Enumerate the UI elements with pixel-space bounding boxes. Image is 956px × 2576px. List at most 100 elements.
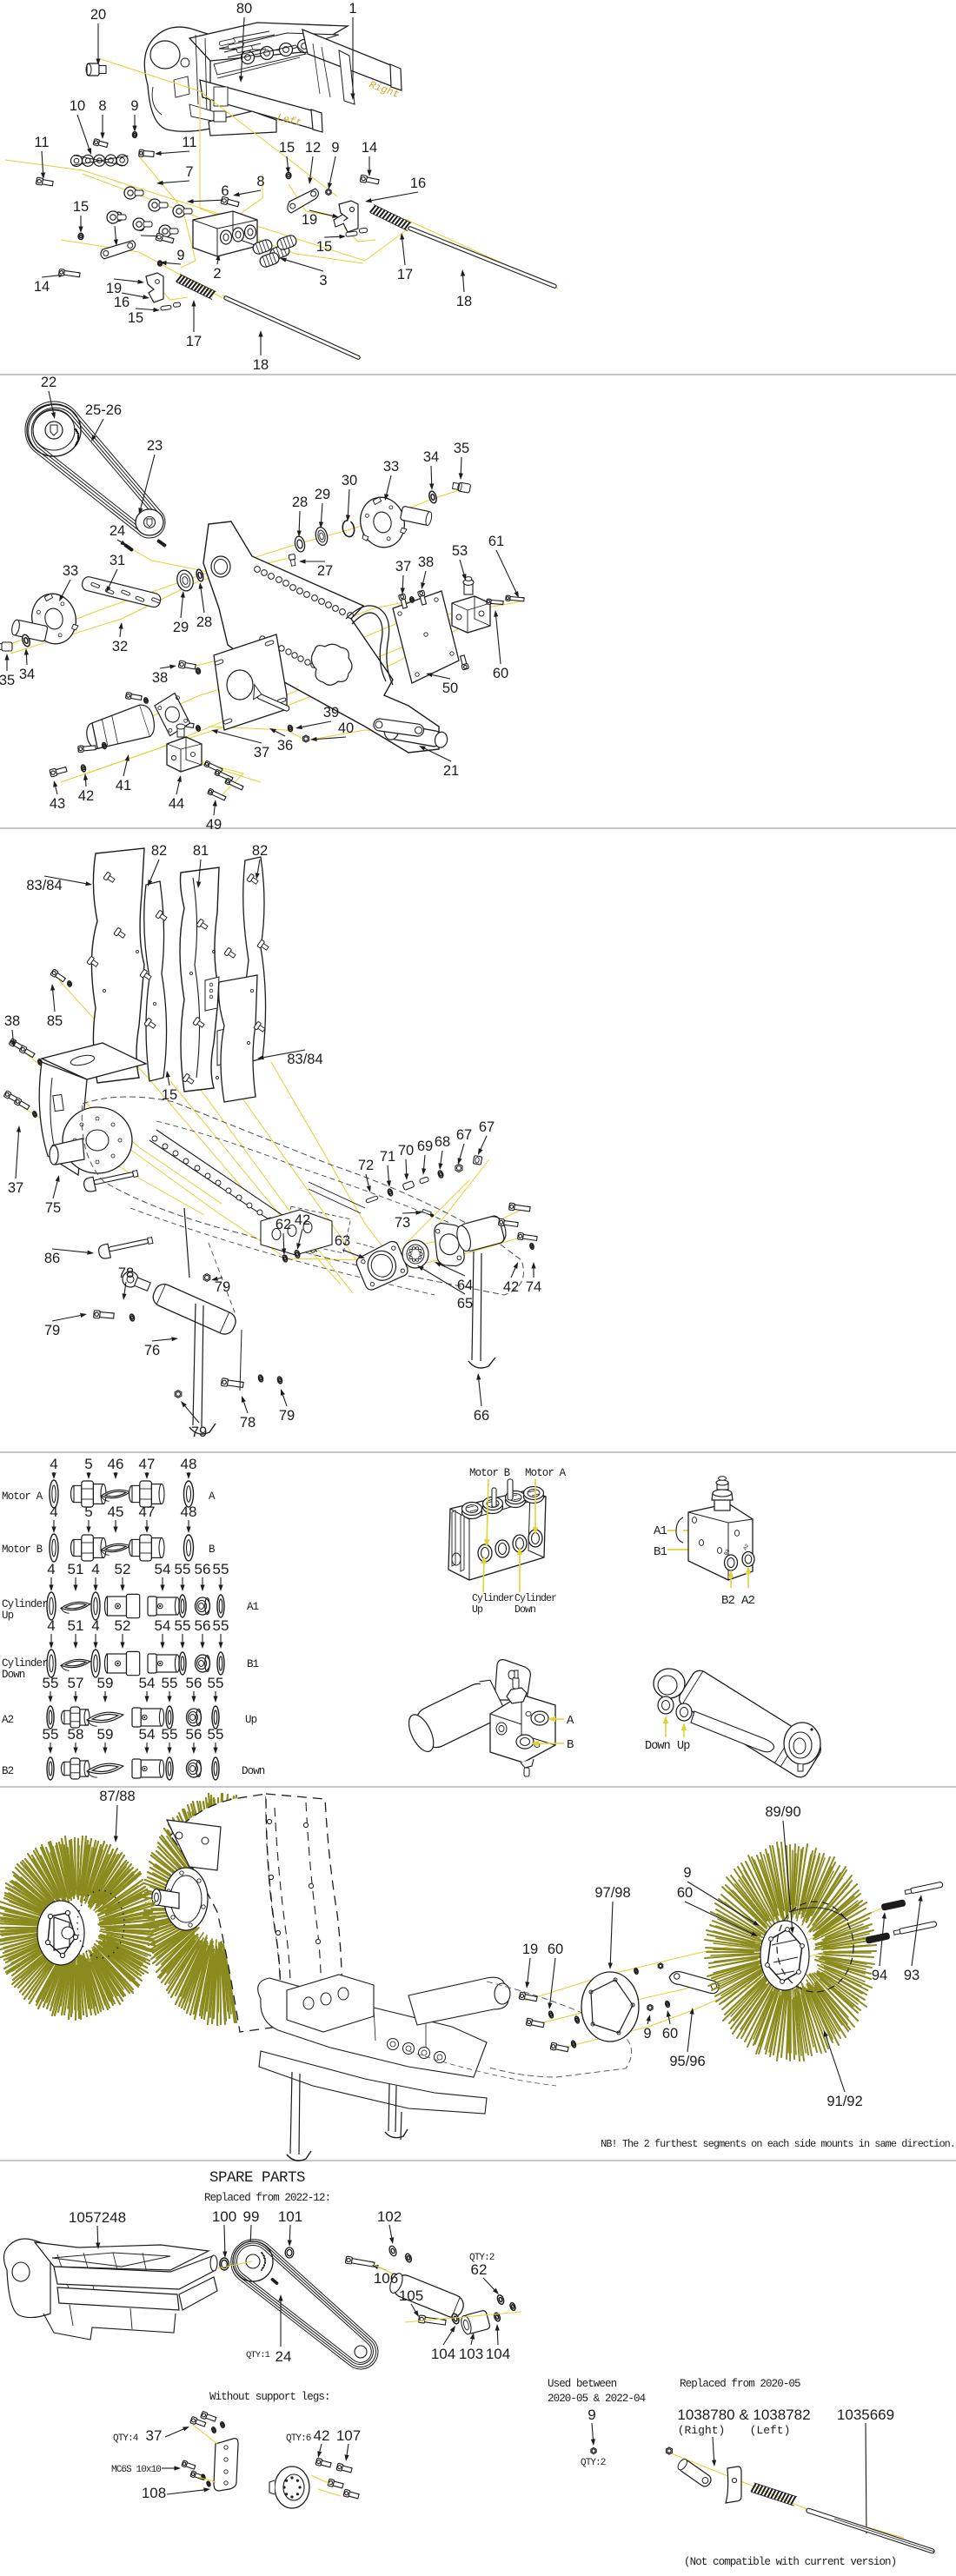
svg-text:14: 14	[362, 140, 377, 156]
svg-text:9: 9	[130, 98, 138, 114]
svg-text:17: 17	[397, 267, 413, 282]
svg-text:93: 93	[904, 1968, 919, 1983]
svg-text:B2: B2	[2, 1765, 14, 1777]
svg-text:49: 49	[206, 817, 222, 833]
svg-text:42: 42	[503, 1279, 519, 1295]
svg-text:11: 11	[182, 135, 196, 150]
svg-text:9: 9	[331, 140, 339, 156]
svg-text:1038780 & 1038782: 1038780 & 1038782	[677, 2407, 810, 2423]
svg-text:4: 4	[47, 1617, 55, 1634]
svg-text:7: 7	[185, 164, 193, 180]
svg-text:67: 67	[479, 1119, 495, 1135]
svg-text:76: 76	[144, 1343, 160, 1358]
svg-text:Cylinder: Cylinder	[2, 1657, 48, 1670]
svg-text:37: 37	[254, 745, 269, 760]
svg-text:18: 18	[456, 294, 472, 309]
svg-text:33: 33	[383, 459, 399, 475]
svg-text:55: 55	[43, 1675, 59, 1691]
svg-text:56: 56	[195, 1617, 211, 1634]
svg-text:105: 105	[399, 2287, 423, 2304]
svg-text:14: 14	[34, 279, 50, 295]
svg-text:1057248: 1057248	[69, 2209, 126, 2226]
svg-text:38: 38	[4, 1013, 20, 1029]
svg-text:(Right): (Right)	[678, 2424, 726, 2437]
svg-text:Down: Down	[2, 1669, 25, 1681]
svg-text:99: 99	[243, 2208, 260, 2225]
svg-text:B: B	[567, 1738, 574, 1752]
svg-text:30: 30	[342, 473, 357, 488]
svg-text:78: 78	[118, 1265, 134, 1281]
svg-text:37: 37	[8, 1180, 23, 1196]
svg-text:16: 16	[410, 176, 426, 191]
svg-text:38: 38	[418, 554, 434, 570]
svg-text:Motor A: Motor A	[525, 1467, 567, 1479]
svg-text:65: 65	[457, 1296, 473, 1311]
svg-text:Cylinder: Cylinder	[515, 1593, 556, 1604]
svg-text:19: 19	[522, 1942, 538, 1957]
svg-text:67: 67	[456, 1127, 472, 1143]
svg-text:41: 41	[116, 778, 131, 793]
svg-text:A1: A1	[247, 1601, 259, 1613]
svg-text:Down: Down	[242, 1765, 265, 1777]
svg-text:79: 79	[191, 1424, 207, 1440]
svg-text:78: 78	[240, 1415, 256, 1431]
svg-text:9: 9	[683, 1865, 691, 1881]
svg-text:72: 72	[358, 1158, 374, 1173]
svg-text:74: 74	[526, 1279, 541, 1295]
svg-text:104: 104	[431, 2346, 455, 2362]
svg-text:107: 107	[336, 2427, 361, 2444]
svg-text:87/88: 87/88	[99, 1789, 135, 1804]
svg-text:(Left): (Left)	[750, 2424, 791, 2437]
svg-text:Up: Up	[677, 1740, 690, 1753]
svg-text:1035669: 1035669	[837, 2407, 894, 2423]
svg-text:73: 73	[395, 1215, 410, 1231]
svg-text:Motor B: Motor B	[2, 1544, 43, 1556]
svg-text:15: 15	[128, 310, 143, 326]
svg-text:62: 62	[276, 1217, 291, 1232]
svg-text:21: 21	[443, 763, 459, 779]
svg-text:28: 28	[196, 614, 212, 630]
svg-text:28: 28	[292, 495, 308, 510]
svg-text:101: 101	[278, 2208, 302, 2225]
svg-text:35: 35	[454, 441, 469, 456]
svg-text:52: 52	[115, 1561, 131, 1577]
svg-text:B2: B2	[721, 1594, 735, 1608]
svg-text:Up: Up	[2, 1610, 14, 1622]
svg-text:5: 5	[84, 1504, 92, 1520]
svg-text:23: 23	[147, 438, 163, 454]
svg-text:Replaced from 2020-05: Replaced from 2020-05	[680, 2378, 800, 2390]
svg-text:51: 51	[68, 1617, 84, 1634]
svg-text:54: 54	[139, 1675, 156, 1691]
svg-text:81: 81	[193, 843, 209, 859]
svg-text:91/92: 91/92	[827, 2094, 862, 2109]
svg-text:80: 80	[236, 1, 252, 17]
svg-text:66: 66	[474, 1408, 489, 1424]
svg-text:(Not compatible with current v: (Not compatible with current version)	[684, 2556, 896, 2568]
svg-text:9: 9	[643, 2026, 651, 2042]
svg-text:55: 55	[162, 1726, 178, 1743]
svg-text:33: 33	[63, 563, 78, 579]
svg-text:1: 1	[349, 1, 356, 17]
svg-text:97/98: 97/98	[594, 1885, 630, 1901]
svg-text:60: 60	[548, 1942, 563, 1957]
svg-text:37: 37	[146, 2427, 163, 2444]
svg-text:59: 59	[97, 1675, 114, 1691]
svg-text:44: 44	[169, 796, 184, 812]
svg-text:Cylinder: Cylinder	[472, 1593, 514, 1604]
svg-text:42: 42	[295, 1212, 310, 1228]
svg-text:85: 85	[47, 1013, 63, 1029]
svg-text:4: 4	[91, 1561, 99, 1577]
svg-text:79: 79	[44, 1323, 60, 1338]
svg-text:59: 59	[97, 1726, 114, 1743]
svg-text:55: 55	[208, 1675, 224, 1691]
svg-text:106: 106	[374, 2270, 398, 2287]
svg-text:56: 56	[195, 1561, 211, 1577]
svg-text:69: 69	[417, 1139, 433, 1154]
svg-text:108: 108	[142, 2485, 166, 2501]
svg-text:104: 104	[486, 2346, 510, 2362]
svg-text:A2: A2	[741, 1594, 755, 1608]
svg-text:Motor A: Motor A	[2, 1490, 43, 1503]
svg-text:B1: B1	[247, 1658, 259, 1670]
svg-text:Cylinder: Cylinder	[2, 1598, 48, 1610]
svg-text:60: 60	[677, 1885, 693, 1901]
